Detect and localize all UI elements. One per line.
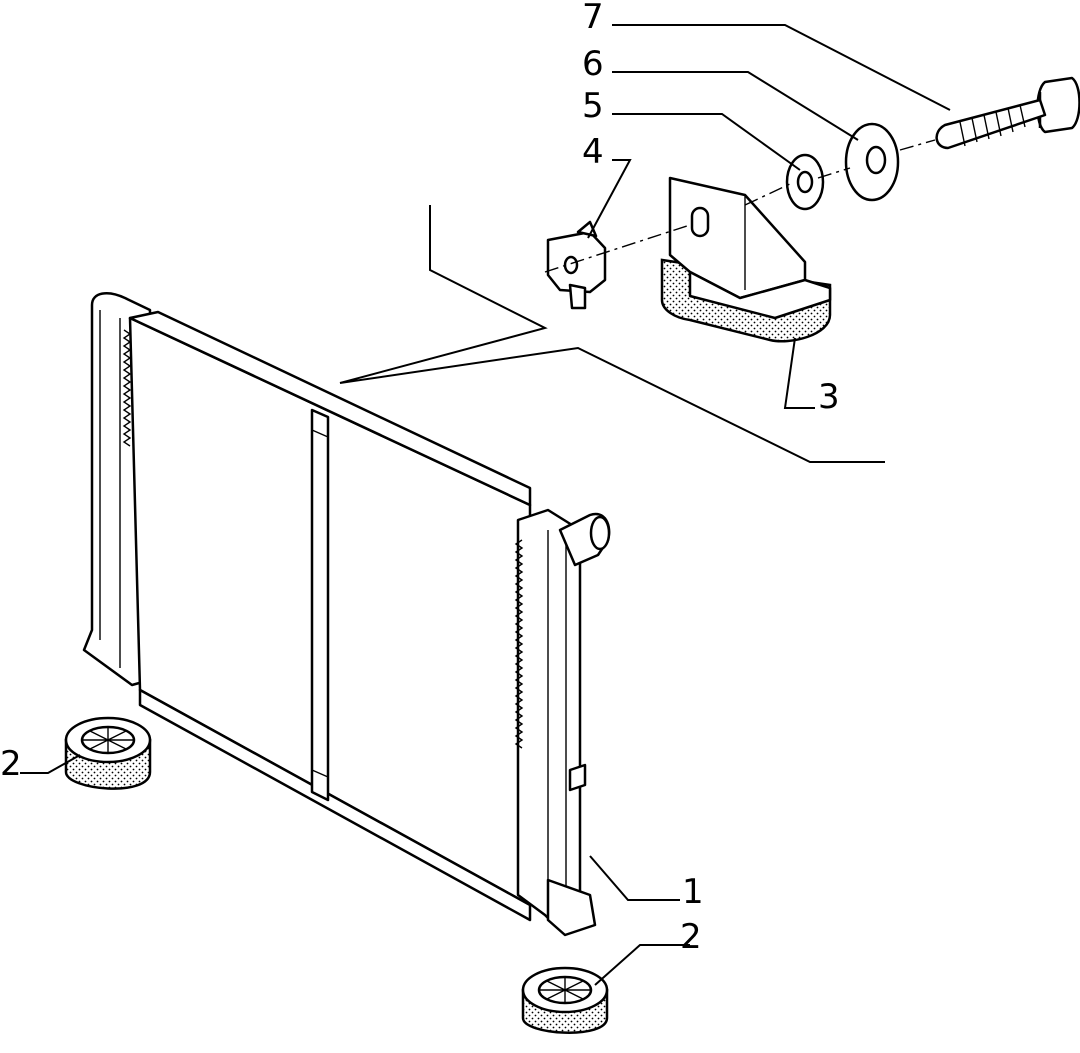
rubber-mount-icon-2: [521, 966, 609, 1034]
bolt-icon: [935, 76, 1080, 150]
callout-1: 1: [682, 872, 704, 912]
washer-icon: [785, 153, 825, 211]
radiator-icon: [82, 292, 611, 937]
rubber-mount-icon: [64, 716, 152, 790]
callout-5: 5: [582, 86, 604, 126]
assembly-axis: [544, 139, 936, 273]
mounting-bracket-icon: [660, 176, 832, 343]
washer-icon-2: [844, 122, 900, 202]
speed-nut-clip-icon: [546, 220, 607, 310]
leader-lines: [20, 24, 951, 986]
callout-2-bottom: 2: [680, 917, 702, 957]
callout-6: 6: [582, 44, 604, 84]
callout-labels: 7 6 5 4 3 2 1 2: [0, 0, 840, 957]
callout-2-left: 2: [0, 744, 22, 784]
callout-3: 3: [818, 377, 840, 417]
group-reference-lines: [339, 205, 885, 463]
callout-7: 7: [582, 0, 604, 37]
callout-4: 4: [582, 132, 604, 172]
